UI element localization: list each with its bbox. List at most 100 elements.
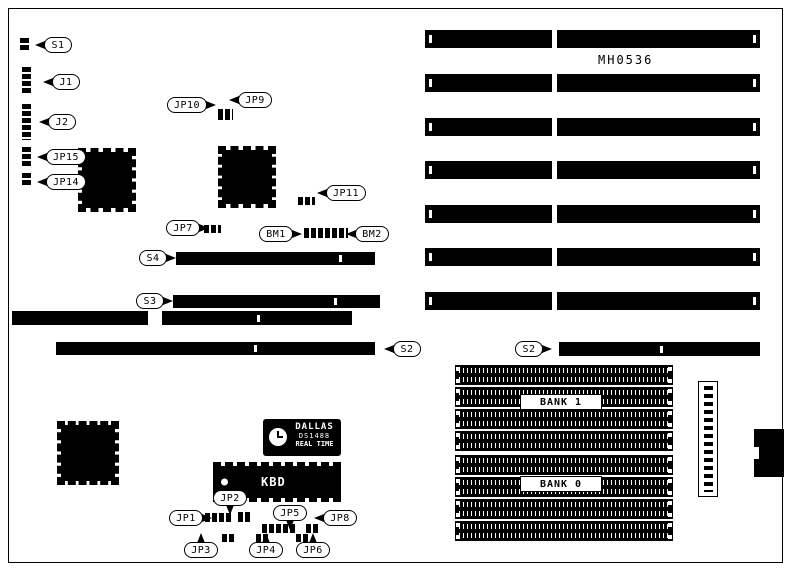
- socket-latch-notch: [668, 411, 672, 415]
- callout-jp11: JP11: [317, 185, 366, 201]
- callout-arrow-jp2: [226, 505, 234, 515]
- pin-header-connector: [698, 381, 718, 497]
- din-connector-notch: [754, 447, 759, 459]
- keyboard-din-connector: [754, 429, 784, 477]
- callout-jp14: JP14: [37, 174, 86, 190]
- jumper-block-jp3: [222, 534, 236, 542]
- jumper-block-jp11: [298, 197, 315, 205]
- jumper-block-jp14: [22, 173, 31, 187]
- callout-label-jp7: JP7: [173, 222, 193, 234]
- socket-latch-notch: [668, 401, 672, 405]
- callout-arrow-bm2: [346, 230, 356, 238]
- socket-latch-notch: [668, 501, 672, 505]
- pin-ticks-top: [459, 458, 669, 463]
- slot-end-notch-right: [753, 297, 756, 305]
- jumper-block-jp2: [238, 512, 252, 522]
- socket-latch-notch: [668, 479, 672, 483]
- expansion-slot-3: [425, 118, 760, 136]
- board-model-label: MH0536: [598, 53, 654, 67]
- socket-latch-notch: [456, 401, 460, 405]
- callout-label-jp5: JP5: [280, 507, 300, 519]
- jumper-block-s1: [20, 38, 29, 51]
- socket-latch-notch: [668, 457, 672, 461]
- callout-label-jp11: JP11: [332, 187, 360, 199]
- jumper-block-j1: [22, 67, 31, 95]
- callout-label-jp6: JP6: [303, 544, 323, 556]
- slot-end-notch-left: [429, 35, 432, 43]
- memory-socket-row-8: [455, 521, 673, 541]
- socket-latch-notch: [456, 457, 460, 461]
- callout-bm2: BM2: [346, 226, 389, 242]
- pin-ticks-top: [459, 412, 669, 417]
- callout-label-bm2: BM2: [362, 228, 382, 240]
- slot-key-notch: [339, 255, 343, 262]
- slot-bar-s4: [176, 252, 375, 265]
- callout-jp10: JP10: [167, 97, 216, 113]
- socket-latch-notch: [668, 523, 672, 527]
- callout-label-s1: S1: [51, 39, 65, 51]
- slot-bar-s2-left: [56, 342, 375, 355]
- jumper-block-jp1: [205, 513, 232, 522]
- slot-segment-divider: [552, 74, 557, 92]
- socket-latch-notch: [668, 491, 672, 495]
- slot-segment-divider: [552, 292, 557, 310]
- socket-latch-notch: [668, 423, 672, 427]
- memory-socket-row-1: [455, 365, 673, 385]
- dallas-brand-label: DALLAS: [295, 422, 334, 432]
- callout-arrow-jp4: [262, 533, 270, 543]
- slot-end-notch-left: [429, 210, 432, 218]
- slot-end-notch-right: [753, 35, 756, 43]
- chip-pin1-notch: [221, 478, 228, 486]
- socket-latch-notch: [456, 389, 460, 393]
- chip-bottom-plcc: [57, 421, 119, 485]
- callout-label-j1: J1: [59, 76, 73, 88]
- callout-label-s4: S4: [146, 252, 160, 264]
- socket-latch-notch: [456, 469, 460, 473]
- slot-bar-mid-a: [12, 311, 148, 325]
- chip-left-qfp: [78, 148, 136, 212]
- board-outline: [8, 8, 783, 563]
- slot-end-notch-left: [429, 253, 432, 261]
- socket-latch-notch: [668, 469, 672, 473]
- callout-label-jp15: JP15: [52, 151, 80, 163]
- callout-jp15: JP15: [37, 149, 86, 165]
- callout-s2-left: S2: [384, 341, 421, 357]
- jumper-block-jp9: [218, 109, 233, 120]
- callout-arrow-bm1: [292, 230, 302, 238]
- pin-ticks-top: [459, 502, 669, 507]
- memory-socket-row-4: [455, 431, 673, 451]
- slot-bar-mid-b: [162, 311, 352, 325]
- slot-key-notch: [253, 345, 257, 352]
- callout-arrow-jp14: [37, 178, 47, 186]
- pin-ticks-bottom: [459, 443, 669, 448]
- socket-latch-notch: [668, 535, 672, 539]
- socket-latch-notch: [456, 491, 460, 495]
- dallas-chip-text: DALLAS DS1488 REAL TIME: [290, 422, 339, 448]
- pin-ticks-top: [459, 390, 669, 395]
- callout-arrow-s1: [35, 41, 45, 49]
- callout-arrow-jp7: [199, 224, 209, 232]
- callout-j2: J2: [39, 114, 76, 130]
- socket-latch-notch: [456, 367, 460, 371]
- callout-jp1: JP1: [169, 510, 212, 526]
- callout-label-j2: J2: [55, 116, 69, 128]
- slot-bar-s2-right: [559, 342, 760, 356]
- dallas-rtc-chip: DALLAS DS1488 REAL TIME: [263, 419, 341, 456]
- callout-arrow-jp1: [202, 514, 212, 522]
- jumper-block-jp5: [262, 524, 296, 533]
- callout-arrow-s4: [166, 254, 176, 262]
- callout-jp6: JP6: [296, 533, 330, 558]
- callout-label-jp3: JP3: [191, 544, 211, 556]
- slot-segment-divider: [552, 30, 557, 48]
- callout-label-bm1: BM1: [266, 228, 286, 240]
- callout-arrow-jp10: [206, 101, 216, 109]
- slot-end-notch-right: [753, 123, 756, 131]
- socket-latch-notch: [456, 535, 460, 539]
- socket-latch-notch: [668, 433, 672, 437]
- socket-latch-notch: [456, 379, 460, 383]
- expansion-slot-1: [425, 30, 760, 48]
- socket-latch-notch: [456, 523, 460, 527]
- expansion-slot-4: [425, 161, 760, 179]
- callout-arrow-jp9: [229, 96, 239, 104]
